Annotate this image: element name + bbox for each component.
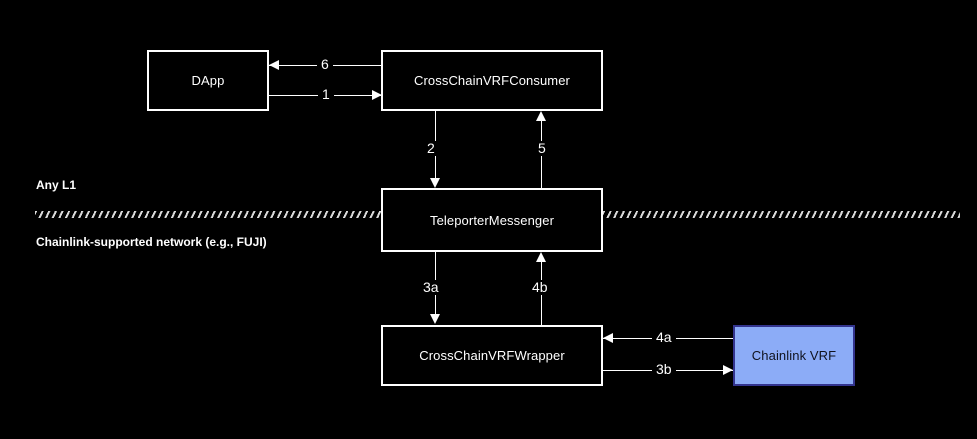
edge-label-3a: 3a bbox=[419, 280, 443, 295]
edge-label-6: 6 bbox=[317, 57, 333, 72]
chain-boundary-divider-right bbox=[603, 211, 960, 218]
edge-label-4b: 4b bbox=[528, 280, 552, 295]
edge-5-arrowhead-icon bbox=[536, 111, 546, 121]
edge-2-arrowhead-icon bbox=[430, 178, 440, 188]
zone-label-any-l1: Any L1 bbox=[36, 178, 77, 192]
node-dapp[interactable]: DApp bbox=[147, 50, 269, 111]
zone-label-chainlink-network: Chainlink-supported network (e.g., FUJI) bbox=[36, 235, 267, 249]
node-crosschainvrfconsumer[interactable]: CrossChainVRFConsumer bbox=[381, 50, 603, 111]
edge-1-arrowhead-icon bbox=[372, 90, 382, 100]
edge-label-5: 5 bbox=[534, 141, 550, 156]
node-crosschainvrfwrapper[interactable]: CrossChainVRFWrapper bbox=[381, 325, 603, 386]
edge-3b-arrowhead-icon bbox=[723, 365, 733, 375]
node-chainlink-vrf[interactable]: Chainlink VRF bbox=[733, 325, 855, 386]
edge-label-2: 2 bbox=[423, 141, 439, 156]
node-teleportermessenger[interactable]: TeleporterMessenger bbox=[381, 188, 603, 252]
edge-6-arrowhead-icon bbox=[269, 60, 279, 70]
edge-label-1: 1 bbox=[318, 87, 334, 102]
chain-boundary-divider-left bbox=[35, 211, 381, 218]
edge-label-4a: 4a bbox=[652, 330, 676, 345]
edge-4a-arrowhead-icon bbox=[603, 333, 613, 343]
edge-3a-arrowhead-icon bbox=[430, 314, 440, 324]
edge-4b-arrowhead-icon bbox=[536, 252, 546, 262]
edge-label-3b: 3b bbox=[652, 362, 676, 377]
